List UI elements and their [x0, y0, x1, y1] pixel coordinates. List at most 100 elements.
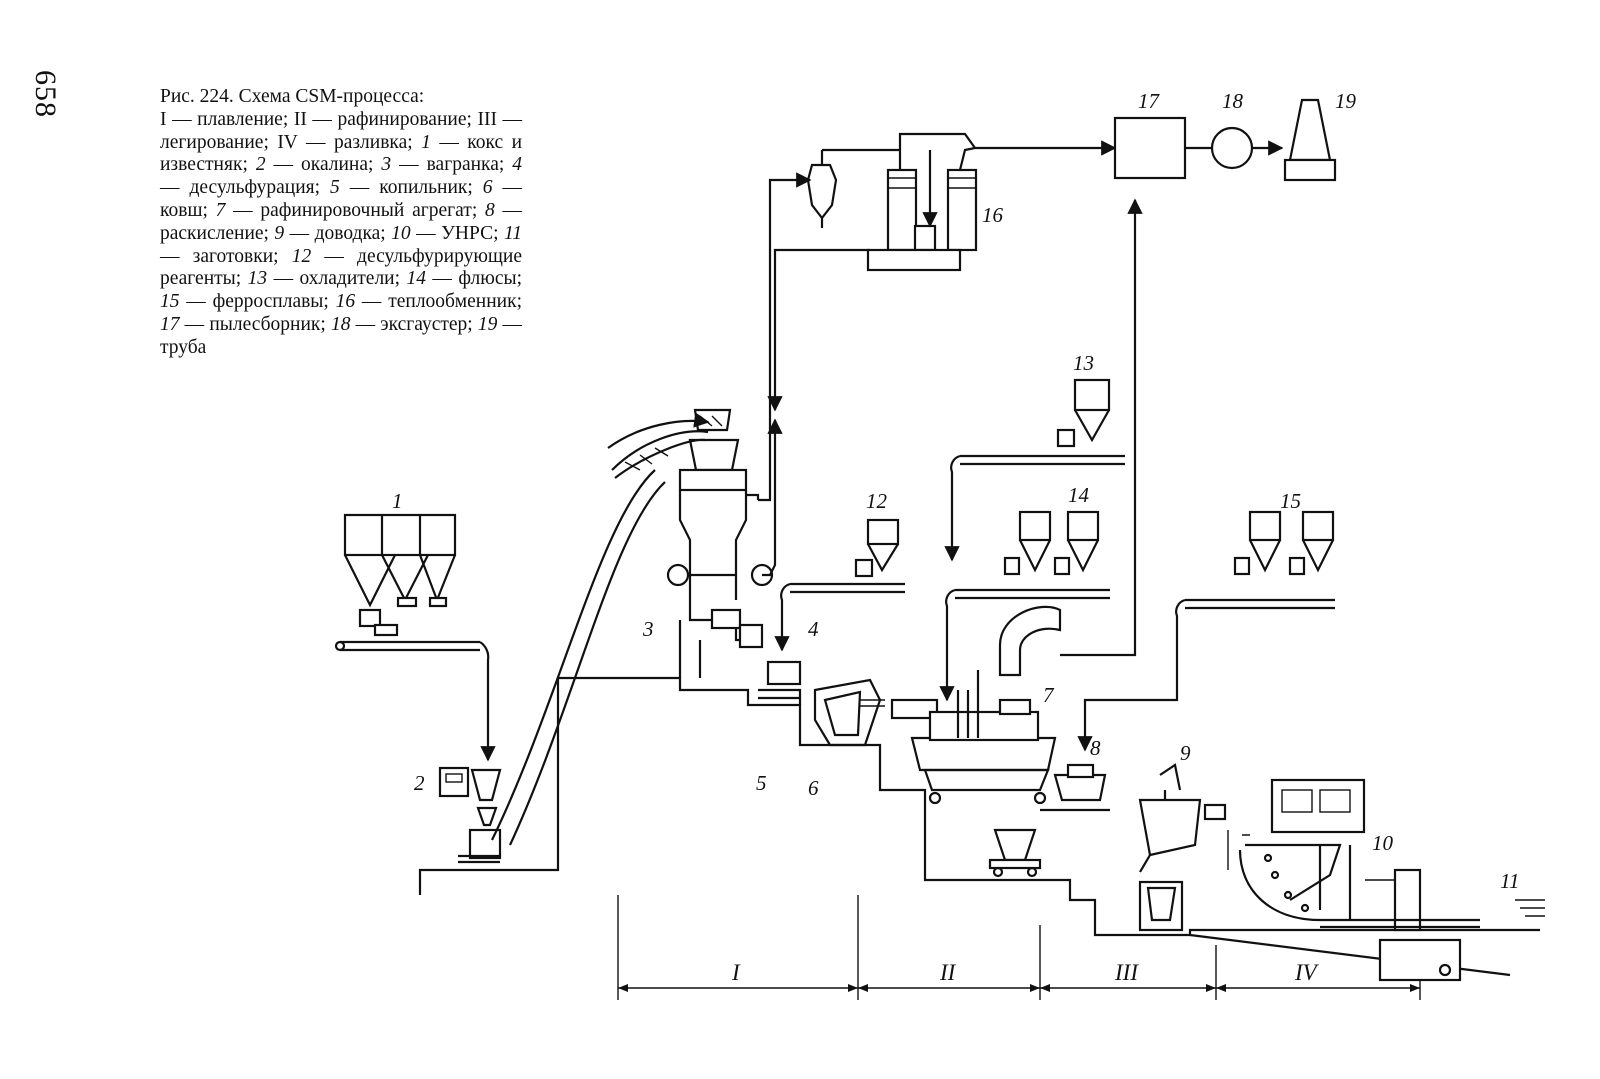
label-4: 4 [808, 617, 819, 641]
item-num: 6 [482, 177, 493, 199]
item-text: охладители [299, 268, 395, 290]
item-text: заготовки [192, 245, 274, 267]
item-text: доводка [314, 222, 381, 244]
desulfurization-unit [758, 660, 802, 705]
billets-output [1320, 899, 1545, 982]
item-num: 4 [512, 154, 523, 176]
item-text: окалина [301, 154, 369, 176]
ladle-finishing-unit [1138, 763, 1227, 932]
stage-roman: IV [277, 131, 298, 153]
label-13: 13 [1073, 351, 1094, 375]
item-text: рафинировочный агрегат [260, 199, 472, 221]
label-14: 14 [1068, 483, 1090, 507]
item-num: 8 [485, 199, 495, 221]
stage-roman: I [160, 108, 167, 130]
label-10: 10 [1372, 831, 1394, 855]
item-text: десульфурирующие реагенты [160, 245, 523, 290]
coke-limestone-bunkers [343, 513, 457, 637]
item-text: кокс и известняк [160, 131, 523, 176]
dust-collector [1113, 116, 1187, 180]
label-11: 11 [1500, 869, 1519, 893]
label-8: 8 [1090, 736, 1101, 760]
desulfurizing-reagents-bunker [774, 518, 905, 652]
label-7: 7 [1043, 683, 1055, 707]
label-1: 1 [392, 489, 403, 513]
stage-label-I: I [731, 960, 741, 985]
item-text: десульфурация [189, 177, 315, 199]
figure-caption: Рис. 224. Схема CSM-процесса: I — плавле… [160, 86, 522, 360]
item-num: 7 [215, 199, 226, 221]
gas-duct [758, 172, 870, 577]
stage-roman: II [293, 108, 307, 130]
label-18: 18 [1222, 89, 1244, 113]
floor-outline [418, 676, 1540, 937]
duct-refiner-to-collector [1060, 198, 1143, 657]
item-text: копильник [379, 177, 468, 199]
heat-exchanger [822, 132, 978, 272]
deoxidation-unit [1040, 763, 1110, 812]
item-num: 3 [381, 154, 392, 176]
item-text: пылесборник [209, 313, 321, 335]
item-text: труба [160, 336, 207, 358]
stage-text: рафинирование [337, 108, 467, 130]
continuous-caster [1227, 778, 1422, 932]
transfer-ladle-car [988, 828, 1042, 878]
cyclone [806, 150, 838, 228]
item-text: ферросплавы [212, 291, 324, 313]
item-num: 1 [421, 131, 431, 153]
exhauster [1210, 126, 1254, 170]
fluxes-bunkers [939, 510, 1110, 702]
stage-text: разливка [333, 131, 408, 153]
scale-oxide-unit [438, 766, 502, 864]
label-2: 2 [414, 771, 425, 795]
conveyor-1 [334, 640, 496, 762]
label-16: 16 [982, 203, 1004, 227]
item-text: ковш [160, 199, 203, 221]
stage-text: легирование [160, 131, 264, 153]
stage-label-II: II [939, 960, 957, 985]
label-12: 12 [866, 489, 888, 513]
label-17: 17 [1138, 89, 1161, 113]
item-num: 10 [391, 222, 411, 244]
caption-legend: I — плавление; II — рафинирование; III —… [160, 108, 523, 358]
stage-label-IV: IV [1294, 960, 1320, 985]
ladle-and-holder [813, 678, 939, 747]
item-text: теплообменник [388, 291, 517, 313]
floor-slope [1189, 933, 1511, 977]
coolants-bunker [944, 378, 1125, 562]
item-num: 12 [291, 245, 312, 267]
item-text: раскисление [160, 222, 264, 244]
skip-hoist [491, 412, 710, 846]
label-15: 15 [1280, 489, 1301, 513]
item-num: 11 [503, 222, 523, 244]
label-9: 9 [1180, 741, 1191, 765]
item-num: 14 [406, 268, 426, 290]
stage-text: плавление [197, 108, 283, 130]
ferroalloys-bunkers [1077, 510, 1335, 752]
item-num: 18 [330, 313, 351, 335]
item-text: вагранка [426, 154, 499, 176]
cupola-furnace [666, 408, 774, 678]
item-num: 15 [160, 291, 180, 313]
stage-dimension-lines [617, 895, 1421, 1000]
item-num: 17 [160, 313, 180, 335]
stage-roman: III [477, 108, 497, 130]
item-text: флюсы [458, 268, 517, 290]
caption-title: Рис. 224. Схема CSM-процесса: [160, 86, 425, 107]
item-text: эксгаустер [380, 313, 468, 335]
item-num: 16 [335, 291, 356, 313]
label-19: 19 [1335, 89, 1357, 113]
refining-unit [910, 605, 1062, 805]
label-6: 6 [808, 776, 819, 800]
stage-label-III: III [1114, 960, 1139, 985]
item-text: УНРС [441, 222, 494, 244]
item-num: 19 [477, 313, 498, 335]
label-3: 3 [642, 617, 654, 641]
item-num: 9 [274, 222, 285, 244]
stack [1283, 98, 1337, 182]
item-num: 13 [247, 268, 268, 290]
label-5: 5 [756, 771, 767, 795]
item-num: 5 [330, 177, 340, 199]
item-num: 2 [255, 154, 266, 176]
